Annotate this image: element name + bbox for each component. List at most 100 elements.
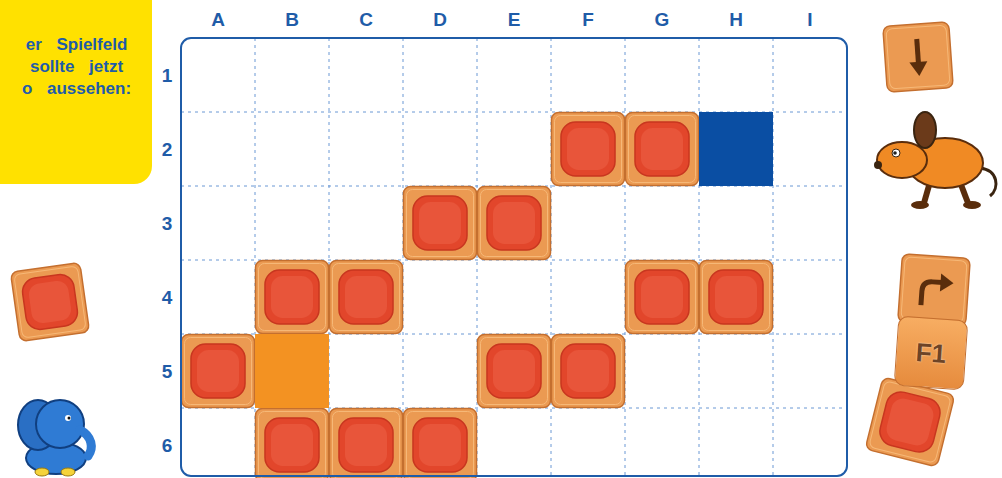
obstacle-tile	[10, 262, 89, 341]
tile-grain	[259, 264, 326, 331]
row-label: 2	[162, 140, 173, 159]
obstacle-tile	[330, 261, 403, 334]
tile-grain	[869, 381, 951, 463]
obstacle-tile	[182, 335, 255, 408]
obstacle-tile	[478, 187, 551, 260]
column-label: E	[508, 10, 521, 29]
obstacle-tile	[404, 409, 477, 478]
mouse-head	[877, 142, 927, 178]
tile-shine	[493, 202, 535, 244]
grid-line	[551, 38, 552, 476]
row-label: 1	[162, 66, 173, 85]
tile-face	[413, 418, 467, 472]
instruction-badge: er Spielfeld sollte jetzt o aussehen:	[0, 0, 152, 184]
board-tiles	[182, 112, 774, 478]
mouse-foot	[911, 201, 929, 209]
tile-face	[413, 196, 467, 250]
obstacle-tile	[626, 113, 699, 186]
tile-wood	[552, 113, 625, 186]
card-label: F1	[915, 339, 947, 367]
tile-shine	[419, 202, 461, 244]
tile-shine	[567, 350, 609, 392]
tile-shine	[715, 276, 757, 318]
elephant-eye	[65, 415, 71, 421]
grid-line	[403, 38, 404, 476]
tile-wood	[330, 261, 403, 334]
tile-shine	[567, 128, 609, 170]
tile-grain	[901, 257, 967, 323]
tile-face	[635, 122, 689, 176]
obstacle-tile	[256, 261, 329, 334]
column-label: H	[729, 10, 743, 29]
obstacle-tile	[626, 261, 699, 334]
tile-shine	[641, 276, 683, 318]
row-label: 3	[162, 214, 173, 233]
tile-face	[561, 122, 615, 176]
column-label: C	[359, 10, 373, 29]
tile-grain	[629, 264, 696, 331]
elephant-pupil	[68, 417, 71, 420]
mouse-nose	[874, 161, 882, 169]
tile-face	[191, 344, 245, 398]
command-card	[883, 22, 953, 92]
obstacle-tile	[404, 187, 477, 260]
tile-shine	[271, 424, 313, 466]
column-label: F	[582, 10, 594, 29]
tile-face	[487, 344, 541, 398]
tile-grain	[185, 338, 252, 405]
tile-grain	[555, 338, 622, 405]
tile-shine	[28, 280, 73, 325]
mouse-pupil	[893, 151, 897, 155]
row-label: 4	[162, 288, 173, 307]
tile-shine	[345, 424, 387, 466]
arrow-head	[909, 61, 928, 76]
tile-shine	[493, 350, 535, 392]
tile-wood	[182, 335, 255, 408]
tile-grain	[259, 412, 326, 478]
column-label: I	[807, 10, 812, 29]
tile-grain	[555, 116, 622, 183]
mouse-tail	[980, 168, 996, 196]
column-label: G	[655, 10, 670, 29]
tile-wood	[256, 409, 329, 478]
tile-grain	[407, 190, 474, 257]
function-card: F1	[894, 316, 969, 391]
obstacle-tile	[256, 409, 329, 478]
grid-line	[625, 38, 626, 476]
tile-wood	[404, 409, 477, 478]
tile-face	[265, 270, 319, 324]
tile-grain	[481, 190, 548, 257]
tile-shine	[884, 396, 936, 448]
tile-wood	[865, 377, 955, 467]
elephant-toe	[35, 468, 49, 476]
tile-wood	[883, 22, 953, 92]
tile-shine	[419, 424, 461, 466]
tile-wood	[478, 187, 551, 260]
obstacle-tile	[700, 261, 773, 334]
tile-face	[877, 389, 943, 455]
tile-wood	[626, 113, 699, 186]
grid-line	[255, 38, 256, 476]
tile-wood	[552, 335, 625, 408]
tile-grain	[629, 116, 696, 183]
tile-face	[487, 196, 541, 250]
grid-line	[773, 38, 774, 476]
tile-shine	[197, 350, 239, 392]
obstacle-tile	[552, 335, 625, 408]
start-square	[255, 334, 329, 408]
row-label: 5	[162, 362, 173, 381]
column-label: B	[285, 10, 299, 29]
tile-grain	[481, 338, 548, 405]
goal-square	[699, 112, 773, 186]
mouse-foot	[963, 201, 981, 209]
arrow-down-symbol	[917, 39, 919, 65]
instruction-text: er Spielfeld sollte jetzt o aussehen:	[20, 34, 133, 100]
tile-wood	[478, 335, 551, 408]
turn-right-symbol	[921, 281, 943, 306]
elephant-figure	[18, 400, 91, 476]
tile-grain	[14, 266, 86, 338]
tile-wood	[404, 187, 477, 260]
tile-shine	[271, 276, 313, 318]
board-frame	[181, 38, 847, 476]
obstacle-tile	[330, 409, 403, 478]
